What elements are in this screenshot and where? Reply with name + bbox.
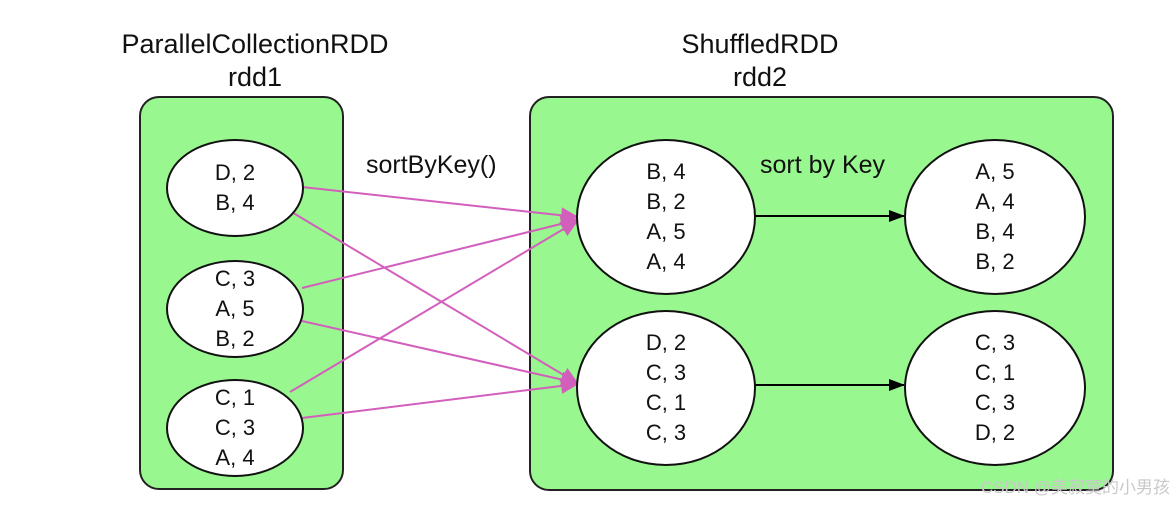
record: B, 4 (215, 190, 255, 215)
record: C, 1 (214, 385, 256, 410)
record: C, 3 (214, 415, 256, 440)
rdd2-shuffled-partition-1: B, 4 B, 2 A, 5 A, 4 (576, 139, 756, 295)
record: B, 2 (975, 249, 1015, 274)
rdd1-partition-1: D, 2 B, 4 (166, 139, 304, 237)
left-title-rdd-type: ParallelCollectionRDD (121, 29, 389, 59)
record: A, 5 (215, 296, 255, 321)
record: B, 2 (215, 326, 255, 351)
left-title: ParallelCollectionRDD rdd1 (85, 28, 425, 94)
record: D, 2 (974, 420, 1016, 445)
record: B, 4 (975, 219, 1015, 244)
left-title-rdd-name: rdd1 (227, 62, 283, 92)
shuffle-arrow-p3-to-s2 (301, 378, 579, 419)
rdd1-partition-2: C, 3 A, 5 B, 2 (166, 260, 304, 358)
record: A, 5 (646, 219, 686, 244)
record: D, 2 (645, 330, 687, 355)
record: B, 4 (646, 159, 686, 184)
watermark: CSDN @美寂寞的小男孩 (980, 478, 1170, 497)
right-title-rdd-type: ShuffledRDD (681, 29, 839, 59)
record: C, 3 (645, 420, 687, 445)
record: D, 2 (214, 160, 256, 185)
record: A, 4 (975, 189, 1015, 214)
record: B, 2 (646, 189, 686, 214)
record: C, 1 (974, 360, 1016, 385)
record: C, 1 (645, 390, 687, 415)
shuffle-arrow-p2-to-s2 (301, 320, 579, 388)
record: C, 3 (974, 330, 1016, 355)
shuffle-arrow-p3-to-s1 (289, 219, 579, 393)
record: A, 5 (975, 159, 1015, 184)
rdd2-sorted-partition-1: A, 5 A, 4 B, 4 B, 2 (904, 139, 1086, 295)
sortbykey-label: sortByKey() (366, 151, 497, 179)
record: C, 3 (214, 266, 256, 291)
shuffle-arrow-p1-to-s2 (289, 210, 579, 385)
shuffle-arrow-p2-to-s1 (301, 216, 579, 289)
record: A, 4 (646, 249, 686, 274)
right-title-rdd-name: rdd2 (732, 62, 788, 92)
record: A, 4 (215, 445, 255, 470)
record: C, 3 (974, 390, 1016, 415)
rdd2-shuffled-partition-2: D, 2 C, 3 C, 1 C, 3 (576, 310, 756, 466)
record: C, 3 (645, 360, 687, 385)
right-title: ShuffledRDD rdd2 (660, 28, 860, 94)
rdd1-partition-3: C, 1 C, 3 A, 4 (166, 379, 304, 477)
shuffle-arrow-p1-to-s1 (301, 186, 579, 224)
sort-by-key-label: sort by Key (760, 151, 886, 179)
rdd2-sorted-partition-2: C, 3 C, 1 C, 3 D, 2 (904, 310, 1086, 466)
